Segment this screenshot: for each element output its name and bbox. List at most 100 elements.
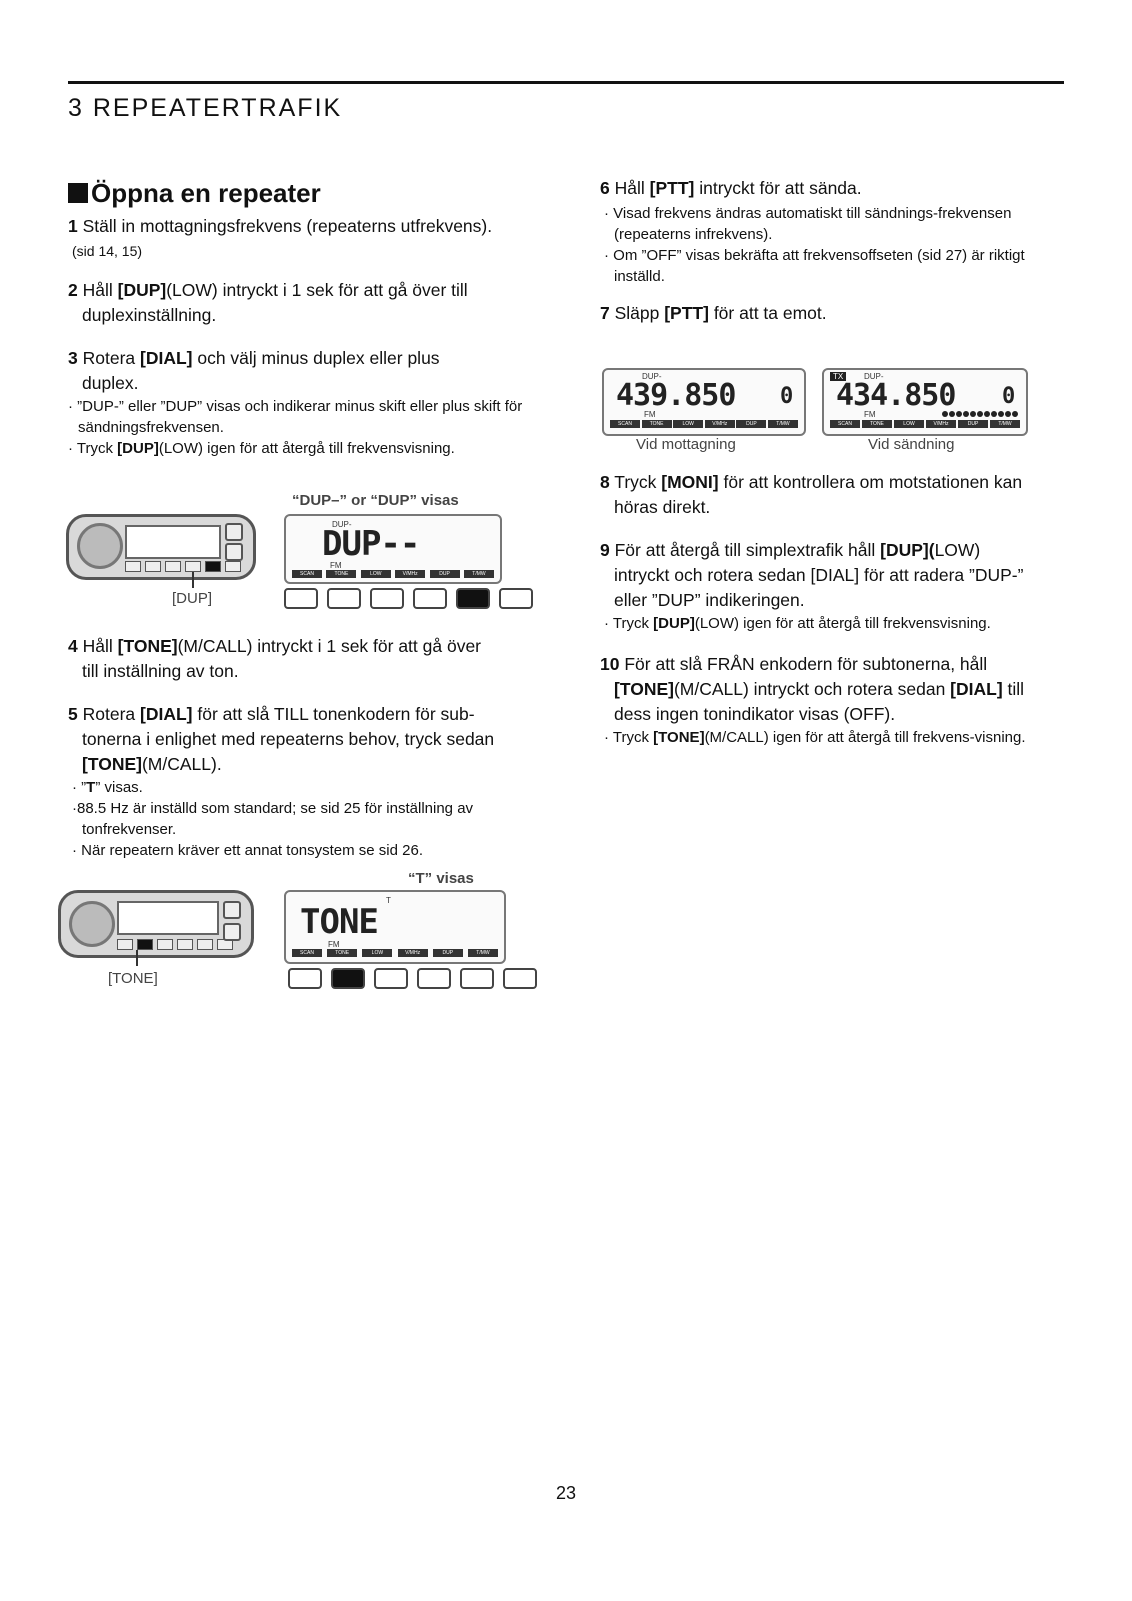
step-5: 5 Rotera [DIAL] för att slå TILL tonenko…: [68, 702, 538, 861]
step-9: 9 För att återgå till simplextrafik håll…: [600, 538, 1070, 634]
step-4: 4 Håll [TONE](M/CALL) intryckt i 1 sek f…: [68, 634, 538, 684]
radio-display: [117, 901, 219, 935]
step-text: För att återgå till simplextrafik håll: [614, 540, 881, 560]
step-text-cont: till inställning av ton.: [82, 661, 239, 681]
radio-front-panel: [66, 514, 256, 580]
step-text-cont: dess ingen tonindikator visas (OFF).: [614, 704, 896, 724]
lcd-channel: 0: [1002, 384, 1015, 409]
button-icon: [417, 968, 451, 989]
fm-label: FM: [330, 561, 342, 570]
radio-button-row: [117, 939, 233, 950]
button-icon: [460, 968, 494, 989]
step-text-cont: eller ”DUP” indikeringen.: [614, 590, 805, 610]
lcd-main-text: DUP--: [322, 524, 420, 564]
step-number: 10: [600, 654, 620, 674]
step-8: 8 Tryck [MONI] för att kontrollera om mo…: [600, 470, 1070, 520]
step-number: 4: [68, 636, 78, 656]
button-icon: [374, 968, 408, 989]
key-label: [DUP]: [117, 280, 167, 300]
key-label: [PTT]: [649, 178, 695, 198]
right-column-lower: 8 Tryck [MONI] för att kontrollera om mo…: [600, 470, 1070, 766]
step-text: Släpp: [614, 303, 665, 323]
lcd-frequency: 439.850: [616, 378, 736, 413]
physical-button-row: [284, 588, 533, 609]
side-button: [225, 523, 243, 541]
button-icon: [284, 588, 318, 609]
step-number: 8: [600, 472, 610, 492]
dup-figure: [DUP] “DUP–” or “DUP” visas DUP- DUP-- F…: [60, 488, 533, 616]
step-text: (LOW) intryckt i 1 sek för att gå över t…: [166, 280, 468, 300]
lcd-channel: 0: [780, 384, 793, 409]
step-number: 1: [68, 216, 78, 236]
step-text: Ställ in mottagningsfrekvens (repeaterns…: [82, 216, 493, 236]
step-text: Rotera: [82, 348, 140, 368]
step-text-cont: duplex.: [82, 373, 139, 393]
side-button: [225, 543, 243, 561]
dup-key-label: [DUP]: [172, 590, 213, 607]
step-10: 10 För att slå FRÅN enkodern för subtone…: [600, 652, 1070, 748]
step-text-cont: duplexinställning.: [82, 305, 217, 325]
step-text-cont: [TONE](M/CALL) intryckt och rotera sedan…: [614, 679, 1025, 699]
left-column-lower: 4 Håll [TONE](M/CALL) intryckt i 1 sek f…: [68, 634, 538, 879]
radio-button-row: [125, 561, 241, 572]
step-note: (sid 14, 15): [72, 243, 143, 259]
step-text: Tryck: [614, 472, 662, 492]
right-column: 6 Håll [PTT] intryckt för att sända. · V…: [600, 176, 1070, 344]
button-pressed-icon: [331, 968, 365, 989]
step-number: 2: [68, 280, 78, 300]
page-number: 23: [555, 1483, 577, 1503]
button-icon: [327, 588, 361, 609]
step-text: LOW): [934, 540, 981, 560]
step-note: · Tryck [TONE](M/CALL) igen för att åter…: [604, 729, 1026, 746]
step-note: ·88.5 Hz är inställd som standard; se si…: [72, 800, 474, 838]
step-note: · Tryck [DUP](LOW) igen för att återgå t…: [68, 440, 455, 457]
dup-caption: “DUP–” or “DUP” visas: [292, 492, 459, 509]
step-number: 5: [68, 704, 78, 724]
side-button: [223, 901, 241, 919]
step-note: · ”DUP-” eller ”DUP” visas och indikerar…: [68, 398, 523, 436]
button-icon: [288, 968, 322, 989]
key-label: [DIAL]: [140, 704, 193, 724]
step-2: 2 Håll [DUP](LOW) intryckt i 1 sek för a…: [68, 278, 538, 328]
square-bullet-icon: [68, 183, 88, 203]
key-label: [DUP](: [880, 540, 935, 560]
step-text: för att kontrollera om motstationen kan: [718, 472, 1023, 492]
chapter-title: 3 REPEATERTRAFIK: [68, 94, 343, 122]
left-column: Öppna en repeater 1 Ställ in mottagnings…: [68, 176, 538, 477]
dial-knob-icon: [69, 901, 115, 947]
step-text-cont: [TONE](M/CALL).: [82, 754, 222, 774]
lcd-small-indicator: T: [386, 896, 391, 905]
step-text: För att slå FRÅN enkodern för subtonerna…: [624, 654, 988, 674]
button-icon: [413, 588, 447, 609]
step-text: för att ta emot.: [708, 303, 827, 323]
step-text: Håll: [82, 280, 118, 300]
button-icon: [503, 968, 537, 989]
key-label: [TONE]: [117, 636, 178, 656]
step-text: och välj minus duplex eller plus: [192, 348, 440, 368]
lcd-frequency: 434.850: [836, 378, 956, 413]
fm-label: FM: [328, 940, 340, 949]
key-label: [MONI]: [661, 472, 719, 492]
dial-knob-icon: [77, 523, 123, 569]
tone-caption: “T” visas: [408, 870, 474, 887]
section-heading: Öppna en repeater: [68, 176, 538, 210]
physical-button-row: [288, 968, 537, 989]
step-note: · När repeatern kräver ett annat tonsyst…: [72, 842, 423, 859]
radio-front-panel: [58, 890, 254, 958]
section-title: Öppna en repeater: [91, 178, 321, 208]
step-text: Håll: [82, 636, 118, 656]
step-text: (M/CALL) intryckt i 1 sek för att gå öve…: [177, 636, 482, 656]
step-1: 1 Ställ in mottagningsfrekvens (repeater…: [68, 214, 538, 262]
button-icon: [370, 588, 404, 609]
radio-display: [125, 525, 221, 559]
step-note: · ”T” visas.: [72, 779, 143, 796]
step-number: 6: [600, 178, 610, 198]
